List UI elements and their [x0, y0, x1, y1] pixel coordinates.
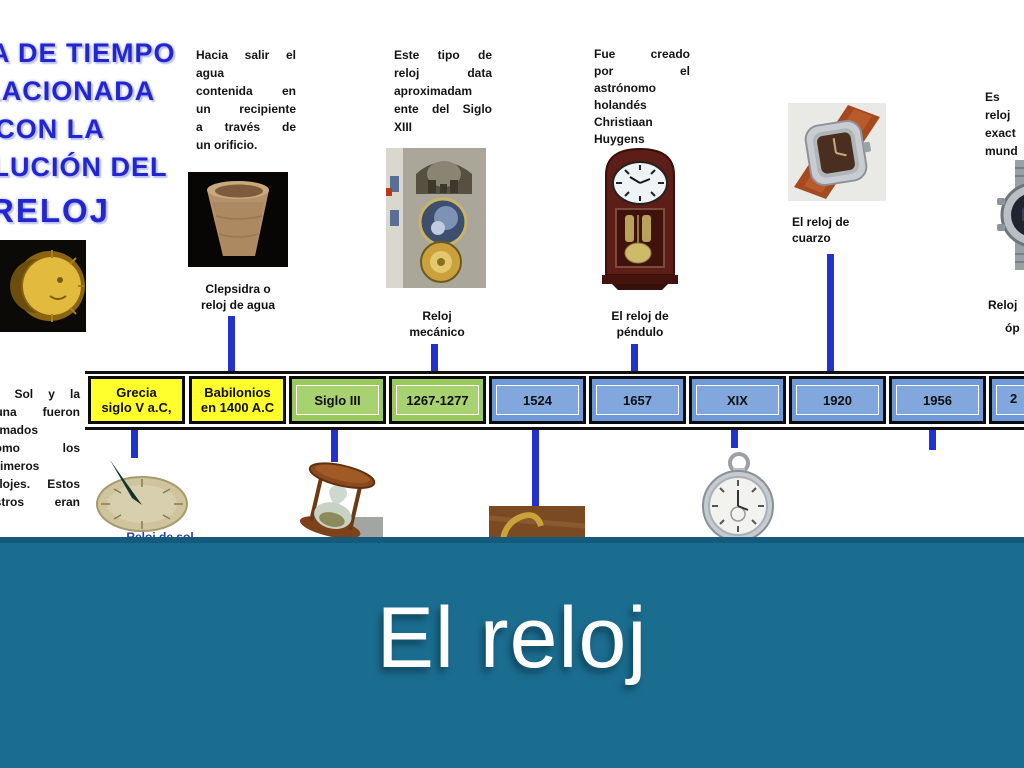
caption-quartz: El reloj de cuarzo — [792, 215, 850, 245]
timeline-box-clipped: 2 — [989, 376, 1024, 424]
connector-quartz — [827, 254, 834, 372]
title-line: RELACIONADA — [0, 76, 156, 106]
timeline-box-1657: 1657 — [589, 376, 686, 424]
note-mechanical: Este tipo de reloj data aproximadam ente… — [394, 48, 492, 134]
note-sun: El Sol y la Luna fueron tomados como los… — [0, 387, 80, 509]
connector-pendulum — [631, 344, 638, 372]
connector-sundial — [131, 430, 138, 458]
caption-mechanical: Reloj mecánico — [409, 309, 465, 339]
banner-top-edge — [0, 537, 1024, 543]
quartz-watch-image — [788, 103, 886, 206]
caption-pendulum: El reloj de péndulo — [611, 309, 669, 339]
caption-right-clipped: Reloj óp — [988, 298, 1020, 335]
title-line: EVOLUCIÓN DEL — [0, 152, 168, 182]
title-line: LÍNEA DE TIEMPO — [0, 38, 176, 68]
title-line: CON LA — [0, 114, 105, 144]
timeline-box-1920: 1920 — [789, 376, 886, 424]
timeline-rail-top — [85, 371, 1024, 374]
connector-pocket-watch — [731, 430, 738, 448]
mechanical-clock-image — [386, 148, 486, 293]
pocket-watch-image — [692, 450, 784, 537]
caption-clepsydra: Clepsidra o reloj de agua — [200, 282, 276, 312]
timeline-rail-bottom — [85, 427, 1024, 430]
slide-title: LÍNEA DE TIEMPO RELACIONADA CON LA EVOLU… — [0, 34, 178, 230]
timeline-box-1956: 1956 — [889, 376, 986, 424]
note-clepsydra: Hacia salir el agua contenida en un reci… — [196, 48, 296, 152]
title-line: RELOJ — [0, 192, 111, 229]
timeline-box-1267-1277: 1267-1277 — [389, 376, 486, 424]
pendulum-clock-image — [598, 143, 682, 296]
connector-1956 — [929, 430, 936, 450]
connector-clepsydra — [228, 316, 235, 372]
table-clock-image — [489, 506, 585, 537]
hourglass-image — [288, 462, 383, 537]
timeline-box-xix: XIX — [689, 376, 786, 424]
bottom-banner: El reloj — [0, 537, 1024, 768]
caption-sundial-clipped: Reloj de sol — [126, 530, 194, 537]
note-pendulum: Fue creado por el astrónomo holandés Chr… — [594, 47, 690, 146]
connector-hourglass — [331, 430, 338, 462]
banner-title: El reloj — [376, 590, 648, 686]
digital-watch-image — [985, 160, 1024, 270]
clepsydra-image — [188, 172, 288, 272]
timeline-box-siglo-iii: Siglo III — [289, 376, 386, 424]
sun-moon-image — [0, 240, 86, 337]
sundial-image — [88, 458, 188, 541]
connector-1524 — [532, 430, 539, 518]
timeline-box-1524: 1524 — [489, 376, 586, 424]
connector-mechanical — [431, 344, 438, 372]
note-right-clipped: Es a reloj exact mund — [985, 90, 1024, 158]
